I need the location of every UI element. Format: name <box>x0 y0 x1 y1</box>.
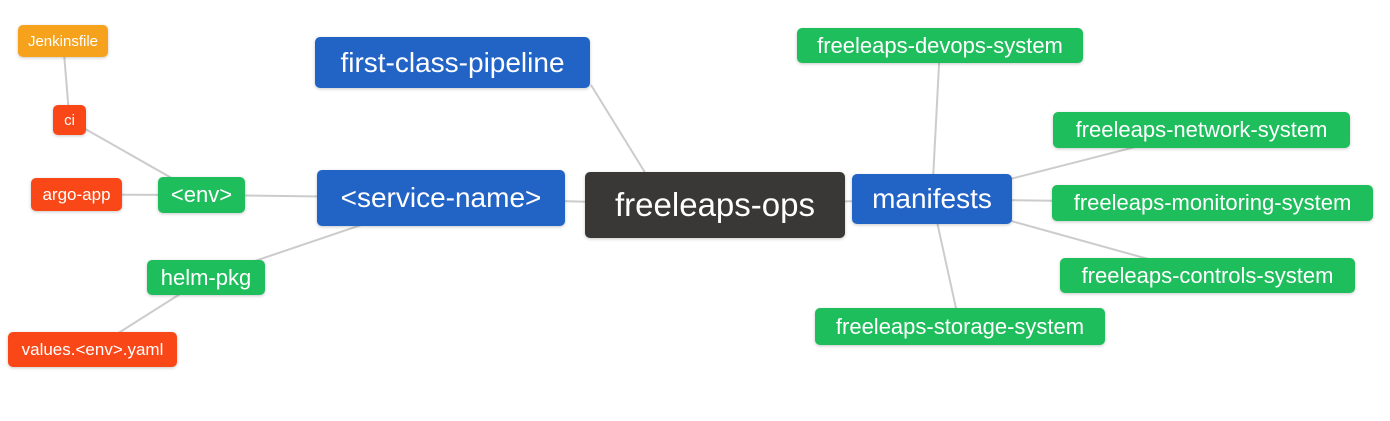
node-network-system[interactable]: freeleaps-network-system <box>1053 112 1350 148</box>
node-values-env-yaml[interactable]: values.<env>.yaml <box>8 332 177 367</box>
node-ci[interactable]: ci <box>53 105 86 135</box>
node-monitoring-system[interactable]: freeleaps-monitoring-system <box>1052 185 1373 221</box>
node-helm-pkg[interactable]: helm-pkg <box>147 260 265 295</box>
node-jenkinsfile[interactable]: Jenkinsfile <box>18 25 108 57</box>
node-service-name[interactable]: <service-name> <box>317 170 565 226</box>
node-manifests[interactable]: manifests <box>852 174 1012 224</box>
node-controls-system[interactable]: freeleaps-controls-system <box>1060 258 1355 293</box>
node-argo-app[interactable]: argo-app <box>31 178 122 211</box>
node-freeleaps-ops[interactable]: freeleaps-ops <box>585 172 845 238</box>
node-storage-system[interactable]: freeleaps-storage-system <box>815 308 1105 345</box>
node-devops-system[interactable]: freeleaps-devops-system <box>797 28 1083 63</box>
edge-manifests--devops-system <box>931 45 941 200</box>
node-env[interactable]: <env> <box>158 177 245 213</box>
node-first-class-pipeline[interactable]: first-class-pipeline <box>315 37 590 88</box>
